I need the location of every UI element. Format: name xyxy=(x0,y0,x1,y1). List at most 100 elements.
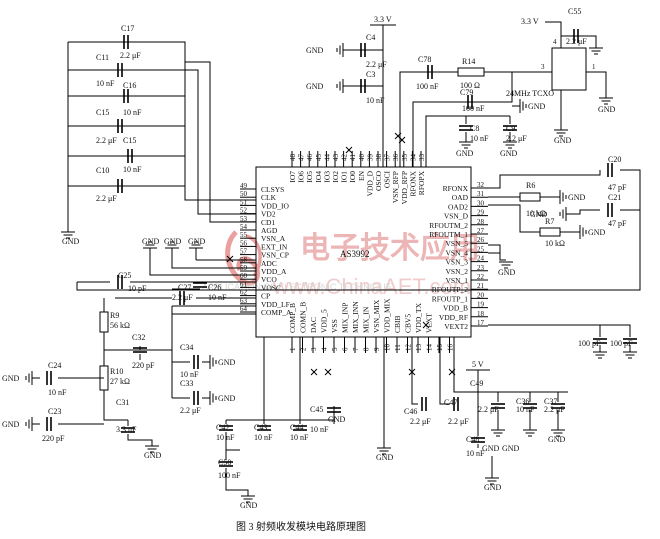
c33-val: 2.2 μF xyxy=(180,406,201,415)
pin-label: RFOUTM_1 xyxy=(429,230,468,239)
watermark-subtitle: APPLICATION OF ELECTRONIC TECHNIQUE xyxy=(202,282,392,292)
ic-pin-bottom: 5 VSS xyxy=(330,319,339,353)
pin-number: 42 xyxy=(341,154,349,162)
pin-number: 52 xyxy=(240,207,248,215)
figure-caption: 图 3 射频收发模块电路原理图 xyxy=(236,520,366,533)
pin-label: VSN_1 xyxy=(445,276,468,285)
c15b-val: 10 nF xyxy=(123,165,142,174)
gnd-label: GND xyxy=(62,237,80,246)
c27-ref: C27 xyxy=(178,283,191,292)
pin-number: 28 xyxy=(477,218,485,226)
pin-label: IO1 xyxy=(340,171,349,183)
c36-val: 10 nF xyxy=(516,405,535,414)
pin-label: AGD xyxy=(261,226,278,235)
c37-ref: C37 xyxy=(544,397,557,406)
pin-label: RFOPX xyxy=(417,170,426,195)
pin-number: 47 xyxy=(298,154,306,162)
pin-number: 40 xyxy=(358,154,366,162)
pin-label: EN xyxy=(357,170,366,181)
pin-label: VSS xyxy=(330,319,339,333)
c24-val: 10 nF xyxy=(48,388,67,397)
c48-ref: C48 xyxy=(466,435,479,444)
pin-label: RFOUTM_2 xyxy=(429,221,468,230)
pin-number: 20 xyxy=(477,291,485,299)
pin-label: VSN_MIX xyxy=(372,299,381,333)
c78-ref: C78 xyxy=(418,55,431,64)
c24-ref: C24 xyxy=(48,361,61,370)
c25-val: 10 pF xyxy=(128,284,147,293)
pin-label: VSN_2 xyxy=(445,267,468,276)
c8-c9: C8 10 nF C9 2.2 μF GND GND xyxy=(425,115,527,167)
pin-label: MIX_INN xyxy=(351,301,360,333)
gnd-c3: GND xyxy=(306,82,324,91)
gnd-c50: GND xyxy=(240,501,258,510)
ic-pin-left: 54 AGD xyxy=(240,223,278,235)
pin-number: 30 xyxy=(477,199,485,207)
v33-tcxo-label: 3.3 V xyxy=(521,17,539,26)
pin-number: 56 xyxy=(240,239,248,247)
tcxo-pin1: 1 xyxy=(592,63,596,71)
pin-number: 43 xyxy=(332,154,340,162)
pin-label: RFOUTP_1 xyxy=(432,294,469,303)
c45-val: 10 nF xyxy=(310,425,329,434)
pin-label: VSN_D xyxy=(444,212,469,221)
pin-number: 14 xyxy=(426,344,434,352)
c78-val: 100 nF xyxy=(416,82,439,91)
c20-val: 47 pF xyxy=(608,183,627,192)
pin-label: VSN_3 xyxy=(445,258,468,267)
c8-ref: C8 xyxy=(470,124,479,133)
c21-ref: C21 xyxy=(608,193,621,202)
c44-ref: C44 xyxy=(290,423,303,432)
supply-5v: 5 V C49 2.2 μF C36 10 nF C37 2.2 μF C48 … xyxy=(453,337,568,492)
osc-coupling: C78 100 nF R14 100 Ω C79 100 nF GND xyxy=(399,55,552,167)
r6-ref: R6 xyxy=(526,181,535,190)
pin-label: VSN_CP xyxy=(261,251,289,260)
r7-ref: R7 xyxy=(545,217,554,226)
gnd-vsn: GND xyxy=(498,268,516,277)
watermark: 电子技术应用 www.ChinaAET.com APPLICATION OF E… xyxy=(202,230,480,299)
pin-number: 39 xyxy=(366,154,374,162)
r10-ref: R10 xyxy=(110,367,123,376)
pin-number: 5 xyxy=(331,347,339,351)
pin-number: 54 xyxy=(240,223,248,231)
pin-number: 45 xyxy=(315,154,323,162)
c100pf-2: 100 pF xyxy=(610,339,633,348)
c9-ref: C9 xyxy=(506,124,515,133)
c49-val: 2.2 μF xyxy=(478,405,499,414)
pin-label: VDD_RF xyxy=(439,313,468,322)
c15a-val: 2.2 μF xyxy=(96,136,117,145)
c34-ref: C34 xyxy=(180,343,193,352)
pin-label: IO5 xyxy=(305,171,314,183)
pin-number: 41 xyxy=(349,154,357,162)
r14-ref: R14 xyxy=(462,57,475,66)
pin-number: 55 xyxy=(240,231,248,239)
c55-ref: C55 xyxy=(568,7,581,16)
c33-c34: GND GND C34 10 nF C33 2.2 μF xyxy=(171,313,256,415)
c79-val: 100 nF xyxy=(462,104,485,113)
c34-val: 10 nF xyxy=(180,370,199,379)
pin-label: COMN_B xyxy=(299,302,308,333)
r6-val: 10 kΩ xyxy=(526,209,546,218)
pin-number: 32 xyxy=(477,181,485,189)
pin-number: 3 xyxy=(310,347,318,351)
pin-label: VDD_A xyxy=(261,267,287,276)
c15b-ref: C15 xyxy=(123,136,136,145)
gnd-bot-2: GND xyxy=(376,453,394,462)
